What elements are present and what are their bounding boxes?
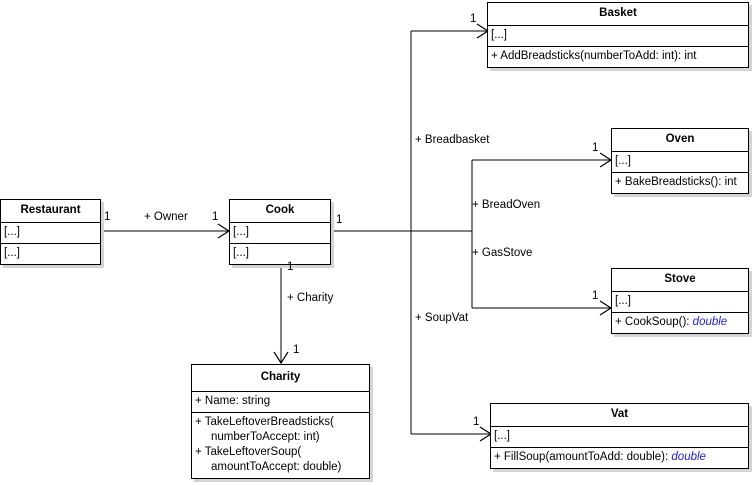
multiplicity-basket: 1: [470, 13, 477, 25]
class-name-cook: Cook: [230, 200, 330, 223]
multiplicity-charity-target: 1: [293, 344, 300, 356]
class-attributes-basket: [...]: [488, 26, 748, 47]
multiplicity-stove: 1: [592, 290, 599, 302]
class-box-oven[interactable]: Oven [...] + BakeBreadsticks(): int: [611, 128, 749, 194]
stove-op-signature: + CookSoup():: [615, 316, 693, 328]
arrowhead-charity: [273, 351, 289, 365]
class-operations-vat: + FillSoup(amountToAdd: double): double: [491, 448, 748, 468]
class-operations-restaurant: [...]: [4, 247, 20, 259]
class-operations-cook: [...]: [233, 247, 249, 259]
association-label-soupvat: + SoupVat: [415, 312, 469, 324]
class-operations-oven: + BakeBreadsticks(): int: [612, 173, 748, 193]
class-box-charity[interactable]: Charity + Name: string + TakeLeftoverBre…: [191, 364, 370, 479]
multiplicity-cook-charity: 1: [287, 261, 294, 273]
charity-op2-line1: + TakeLeftoverSoup(: [195, 446, 302, 458]
class-name-vat: Vat: [491, 404, 748, 427]
vat-op-signature: + FillSoup(amountToAdd: double):: [494, 451, 672, 463]
multiplicity-restaurant-owner: 1: [104, 211, 111, 223]
charity-op2-line2: amountToAccept: double): [195, 461, 342, 473]
association-label-breadoven: + BreadOven: [472, 199, 541, 211]
class-name-charity: Charity: [192, 365, 369, 392]
charity-op1-line2: numberToAccept: int): [195, 431, 320, 443]
class-attributes-vat: [...]: [491, 427, 748, 448]
oven-op-signature: + BakeBreadsticks():: [615, 176, 725, 188]
class-attributes-charity: + Name: string: [192, 392, 369, 413]
stove-op-return: double: [692, 316, 728, 328]
class-attributes-restaurant: [...]: [1, 223, 100, 244]
class-name-oven: Oven: [612, 129, 748, 152]
vat-op-return: double: [671, 451, 706, 463]
association-label-gasstove: + GasStove: [472, 247, 533, 259]
class-box-vat[interactable]: Vat [...] + FillSoup(amountToAdd: double…: [490, 403, 749, 469]
class-attributes-oven: [...]: [612, 152, 748, 173]
multiplicity-oven: 1: [592, 142, 599, 154]
association-label-owner: + Owner: [144, 211, 188, 223]
class-operations-stove: + CookSoup(): double: [612, 313, 748, 333]
class-operations-charity: + TakeLeftoverBreadsticks( numberToAccep…: [192, 413, 369, 478]
charity-op1-line1: + TakeLeftoverBreadsticks(: [195, 416, 334, 428]
class-attributes-cook: [...]: [230, 223, 330, 244]
multiplicity-vat: 1: [473, 416, 480, 428]
association-label-breadbasket: + Breadbasket: [415, 134, 490, 146]
class-name-restaurant: Restaurant: [1, 200, 100, 223]
class-name-basket: Basket: [488, 3, 748, 26]
class-box-restaurant[interactable]: Restaurant [...] [...]: [0, 199, 101, 265]
multiplicity-cook-owner: 1: [212, 211, 219, 223]
class-attributes-stove: [...]: [612, 292, 748, 313]
class-operations-basket: + AddBreadsticks(numberToAdd: int): int: [491, 50, 697, 62]
multiplicity-cook-trunk: 1: [336, 214, 343, 226]
class-box-cook[interactable]: Cook [...] [...]: [229, 199, 331, 265]
oven-op-return: int: [724, 176, 737, 188]
association-label-charity: + Charity: [287, 292, 334, 304]
class-name-stove: Stove: [612, 269, 748, 292]
class-box-stove[interactable]: Stove [...] + CookSoup(): double: [611, 268, 749, 334]
class-box-basket[interactable]: Basket [...] + AddBreadsticks(numberToAd…: [487, 2, 749, 68]
